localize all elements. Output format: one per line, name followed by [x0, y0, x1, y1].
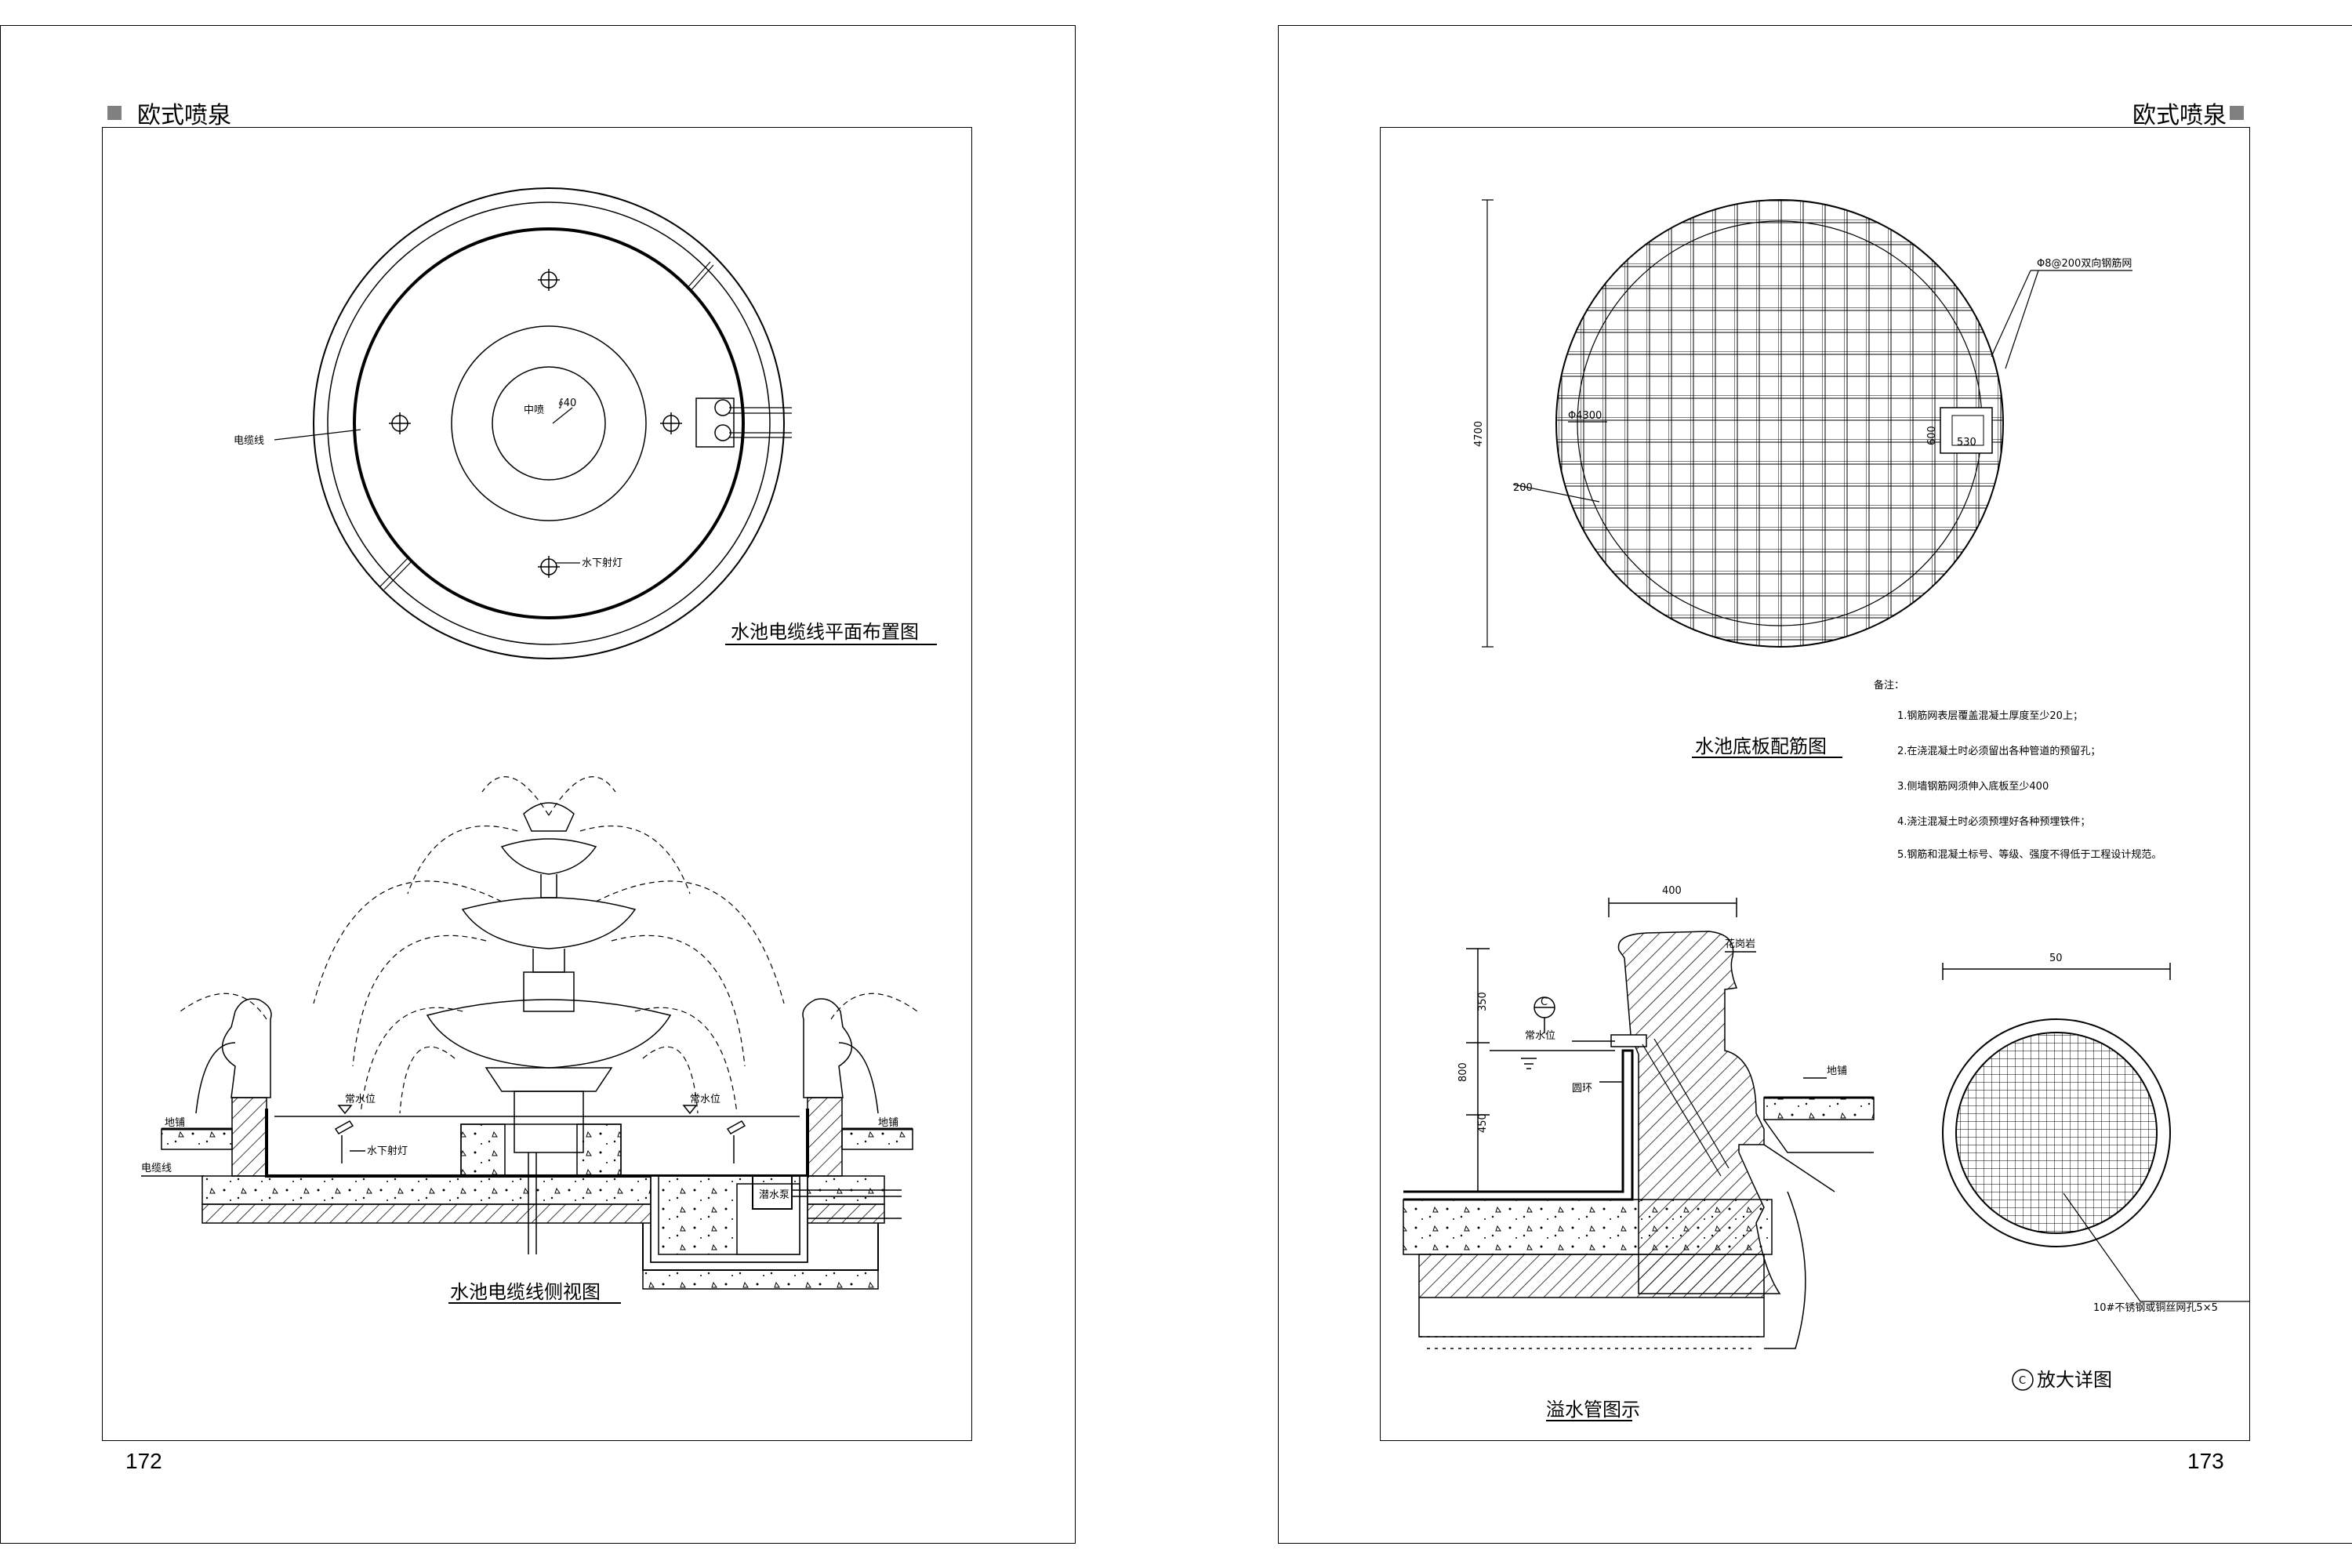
- rebar-530-dim: 530: [1957, 437, 1976, 448]
- rebar-600-dim: 600: [1926, 426, 1938, 445]
- side-cable-label: 电缆线: [141, 1162, 172, 1174]
- side-title: 水池电缆线侧视图: [450, 1281, 601, 1303]
- detail-50-dim: 50: [2049, 953, 2063, 964]
- note-item-5: 5.钢筋和混凝土标号、等级、强度不得低于工程设计规范。: [1897, 848, 2161, 861]
- overflow-granite-label: 花岗岩: [1725, 938, 1755, 950]
- rebar-200-dim: 200: [1513, 482, 1533, 494]
- side-paving-left: 地铺: [165, 1117, 185, 1129]
- side-light-label: 水下射灯: [367, 1145, 408, 1157]
- enlarged-detail-drawing: [1942, 963, 2250, 1391]
- note-item-2: 2.在浇混凝土时必须留出各种管道的预留孔；: [1897, 745, 2100, 757]
- right-drawing-frame: [1380, 127, 2250, 1441]
- rebar-title: 水池底板配筋图: [1695, 735, 1827, 757]
- overflow-section-drawing: [1403, 898, 1875, 1421]
- plan-title: 水池电缆线平面布置图: [731, 621, 919, 643]
- overflow-450-dim: 450: [1477, 1113, 1489, 1133]
- overflow-water-level-label: 常水位: [1525, 1030, 1555, 1042]
- left-drawing-frame: [102, 127, 972, 1441]
- cable-side-view-drawing: [141, 776, 918, 1304]
- note-item-1: 1.钢筋网表层覆盖混凝土厚度至少20上；: [1897, 710, 2083, 722]
- cable-plan-drawing: [274, 187, 937, 659]
- overflow-350-dim: 350: [1477, 992, 1489, 1011]
- header-marker-icon: [2230, 106, 2244, 120]
- plan-center-dim-label: ∮40: [558, 397, 576, 409]
- right-page-number: 173: [2187, 1449, 2224, 1473]
- side-pump-label: 潜水泵: [759, 1189, 789, 1201]
- detail-mesh-label: 10#不锈钢或铜丝网孔5×5: [2093, 1302, 2218, 1314]
- overflow-ring-label: 圆环: [1572, 1083, 1592, 1094]
- rebar-plan-drawing: [1482, 199, 2132, 758]
- left-page: [0, 25, 1076, 1544]
- side-water-level-left: 常水位: [345, 1094, 376, 1105]
- plan-center-jet-label: 中喷: [524, 405, 544, 416]
- side-water-level-right: 常水位: [690, 1094, 720, 1105]
- notes-heading: 备注：: [1874, 679, 1904, 691]
- overflow-paving-label: 地铺: [1827, 1065, 1847, 1077]
- note-item-4: 4.浇注混凝土时必须预埋好各种预埋铁件；: [1897, 815, 2090, 828]
- side-paving-right: 地铺: [878, 1117, 898, 1129]
- right-header-text: 欧式喷泉: [2132, 102, 2227, 129]
- overflow-400-dim: 400: [1662, 885, 1682, 897]
- header-marker-icon: [107, 106, 122, 120]
- plan-light-label: 水下射灯: [582, 557, 622, 569]
- overflow-title: 溢水管图示: [1546, 1399, 1640, 1421]
- rebar-height-dim: 4700: [1473, 421, 1485, 447]
- overflow-800-dim: 800: [1457, 1062, 1469, 1082]
- note-item-3: 3.侧墙钢筋网须伸入底板至少400: [1897, 780, 2049, 793]
- right-page-header: 欧式喷泉: [2132, 96, 2244, 130]
- detail-c-label: C: [2019, 1375, 2026, 1387]
- left-page-number: 172: [125, 1449, 162, 1473]
- overflow-c-label: C: [1541, 996, 1548, 1008]
- rebar-4300-label: Φ4300: [1568, 410, 1602, 422]
- left-page-header: 欧式喷泉: [107, 96, 231, 130]
- rebar-label: Φ8@200双向钢筋网: [2037, 257, 2132, 270]
- left-header-text: 欧式喷泉: [137, 102, 231, 129]
- detail-title: 放大详图: [2037, 1369, 2112, 1391]
- plan-cable-label: 电缆线: [234, 434, 264, 447]
